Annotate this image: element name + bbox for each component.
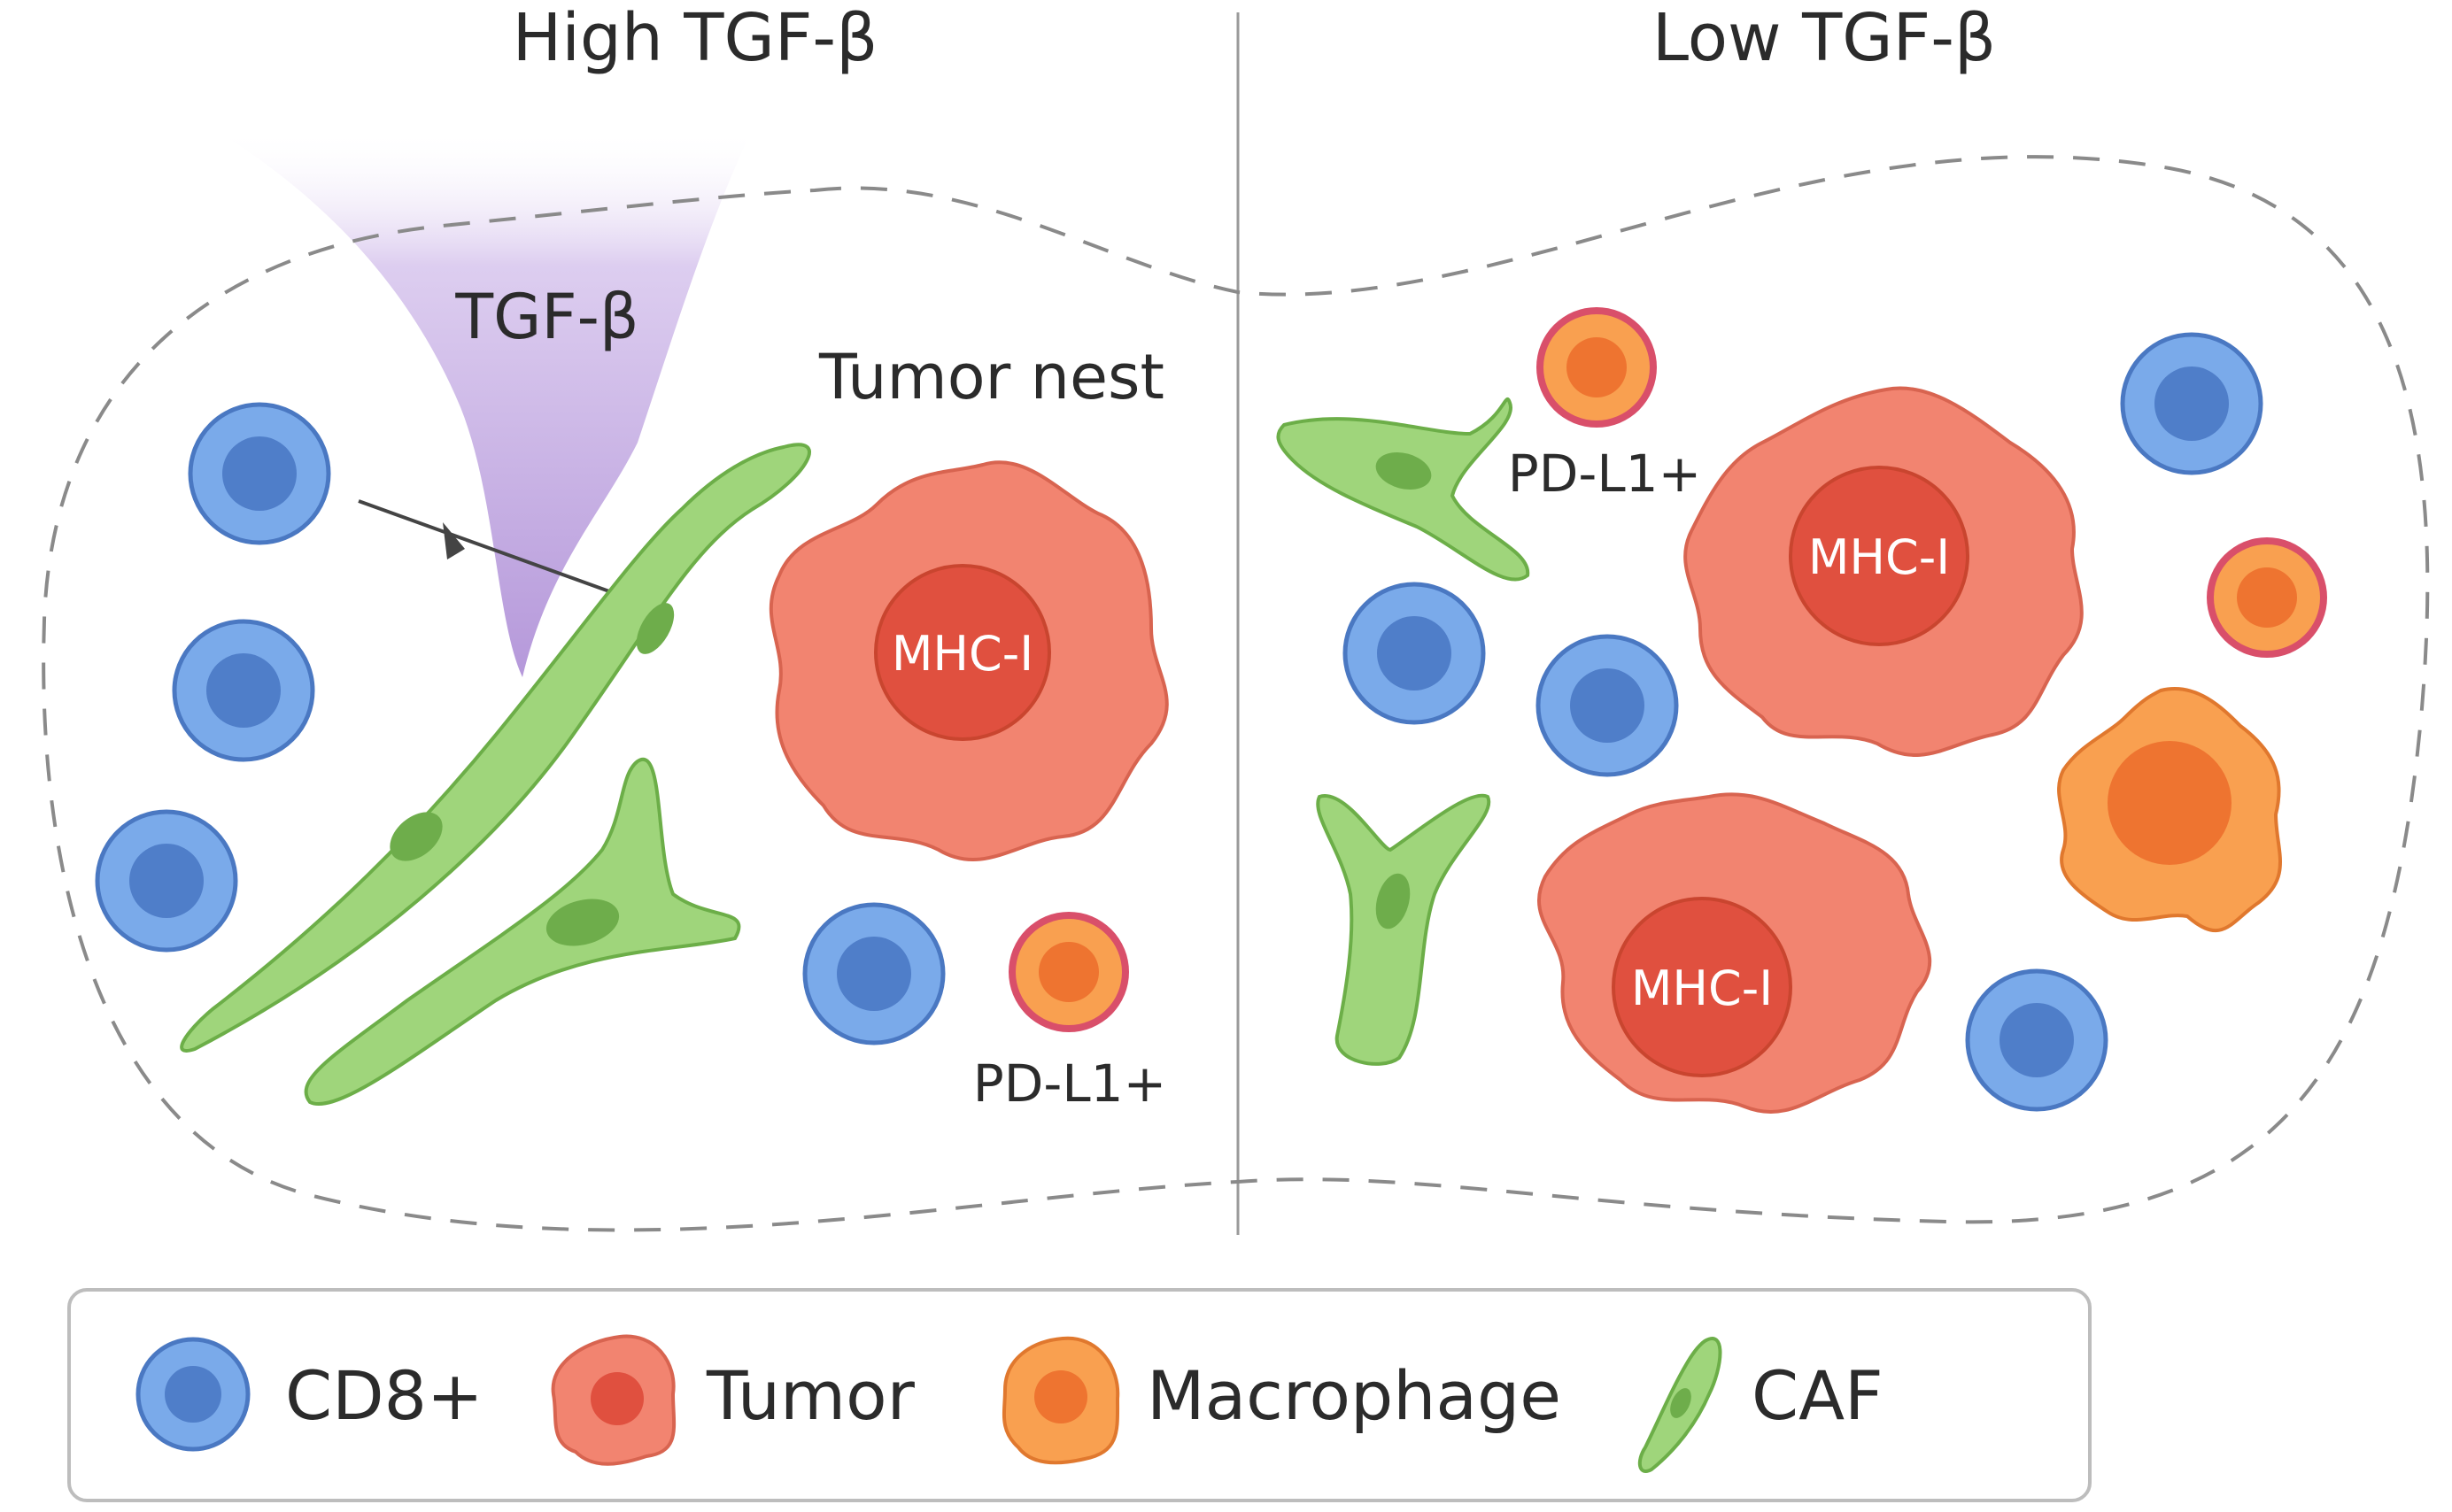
legend-label: Macrophage (1147, 1356, 1561, 1435)
pdl1-label: PD-L1+ (973, 1053, 1166, 1114)
cd8-cell (1345, 584, 1483, 722)
legend-label: CAF (1752, 1356, 1883, 1435)
tumor-nest-label: Tumor nest (818, 341, 1164, 413)
tumor-cell: MHC-I (769, 460, 1169, 861)
legend-item-cd8: CD8+ (135, 1337, 483, 1452)
tme-boundary (42, 155, 2430, 1232)
caf-cell (1316, 793, 1491, 1066)
exclusion-arrow (358, 499, 610, 593)
mhc-label: MHC-I (1808, 529, 1950, 585)
pdl1-label-right: PD-L1+ (1508, 444, 1701, 504)
pdl1-macrophage (1536, 307, 1657, 428)
macrophage-cell (2057, 687, 2282, 933)
pdl1-macrophage (1009, 912, 1129, 1032)
legend-item-macrophage: Macrophage (1002, 1336, 1561, 1465)
legend-item-caf: CAF (1637, 1337, 1883, 1473)
legend-label: CD8+ (285, 1356, 483, 1435)
pdl1-macrophage (2207, 537, 2327, 658)
cd8-cell (174, 621, 313, 760)
legend-item-tumor: Tumor (551, 1334, 916, 1466)
tumor-cell: MHC-I (1537, 792, 1932, 1114)
cd8-cell (1538, 636, 1676, 775)
mhc-label: MHC-I (1631, 960, 1773, 1016)
tgf-label: TGF-β (454, 281, 638, 353)
mhc-label: MHC-I (892, 626, 1033, 682)
cd8-cell (2123, 335, 2261, 473)
cd8-cell (1968, 971, 2106, 1109)
caf-cell (304, 757, 741, 1106)
cd8-cell (805, 905, 943, 1043)
left-title: High TGF-β (513, 0, 878, 76)
caf-cell (1276, 397, 1530, 582)
tumor-cell: MHC-I (1683, 386, 2084, 757)
tgf-gradient-plume (213, 128, 753, 677)
caf-cell (180, 443, 811, 1053)
cd8-cell (97, 812, 236, 950)
cd8-cell (190, 405, 329, 543)
legend-label: Tumor (706, 1356, 916, 1435)
right-title: Low TGF-β (1652, 0, 1996, 76)
